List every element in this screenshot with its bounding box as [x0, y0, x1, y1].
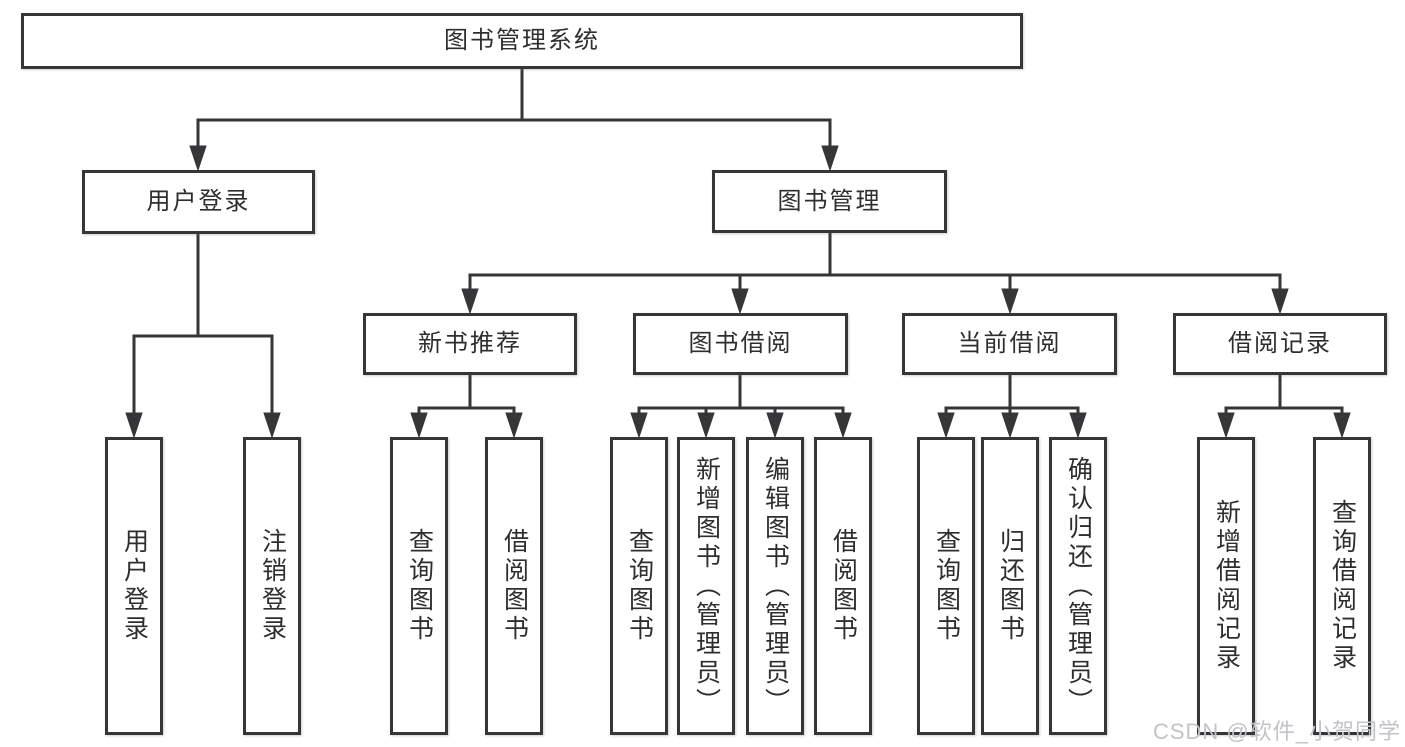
- node-label: 查询图书: [405, 528, 434, 644]
- node-query-books-borrowing: 查询图书: [610, 437, 668, 735]
- node-add-books-admin: 新增图书（管理员）: [677, 437, 735, 735]
- node-label: 当前借阅: [957, 330, 1062, 357]
- node-label: 查询图书: [625, 528, 654, 644]
- node-borrowing-records: 借阅记录: [1173, 313, 1387, 375]
- node-label: 新书推荐: [418, 330, 522, 357]
- node-library-management-system: 图书管理系统: [21, 13, 1023, 69]
- node-label: 新增图书（管理员）: [692, 455, 721, 717]
- node-user-login-leaf: 用户登录: [105, 437, 163, 735]
- node-label: 用户登录: [120, 528, 149, 644]
- node-label: 借阅图书: [829, 528, 858, 644]
- node-book-borrowing: 图书借阅: [633, 313, 848, 375]
- node-label: 编辑图书（管理员）: [761, 455, 790, 717]
- node-label: 用户登录: [146, 188, 251, 215]
- node-add-borrow-record: 新增借阅记录: [1197, 437, 1255, 735]
- node-label: 注销登录: [258, 528, 287, 644]
- node-logout: 注销登录: [243, 437, 301, 735]
- node-label: 确认归还（管理员）: [1064, 455, 1093, 717]
- node-label: 图书借阅: [688, 330, 793, 357]
- node-label: 查询图书: [932, 528, 961, 644]
- arrowheads: [125, 145, 1351, 439]
- node-label: 借阅图书: [500, 528, 529, 644]
- node-label: 归还图书: [996, 528, 1025, 644]
- node-query-books-current: 查询图书: [917, 437, 975, 735]
- node-book-management: 图书管理: [712, 170, 947, 233]
- node-label: 借阅记录: [1228, 330, 1332, 357]
- node-label: 新增借阅记录: [1212, 499, 1241, 673]
- node-current-borrowing: 当前借阅: [902, 313, 1117, 375]
- node-label: 图书管理系统: [444, 27, 600, 54]
- node-user-login: 用户登录: [82, 170, 315, 234]
- node-confirm-return-admin: 确认归还（管理员）: [1049, 437, 1107, 735]
- csdn-watermark: CSDN @软件_小贺同学: [1152, 719, 1401, 744]
- node-return-books: 归还图书: [981, 437, 1039, 735]
- node-borrow-books-recommend: 借阅图书: [485, 437, 543, 735]
- node-borrow-books-leaf: 借阅图书: [814, 437, 872, 735]
- node-query-books-recommend: 查询图书: [390, 437, 448, 735]
- node-query-borrow-record: 查询借阅记录: [1313, 437, 1371, 735]
- node-label: 图书管理: [777, 187, 882, 215]
- node-new-book-recommendation: 新书推荐: [363, 313, 577, 375]
- node-edit-books-admin: 编辑图书（管理员）: [746, 437, 804, 735]
- node-label: 查询借阅记录: [1328, 499, 1357, 673]
